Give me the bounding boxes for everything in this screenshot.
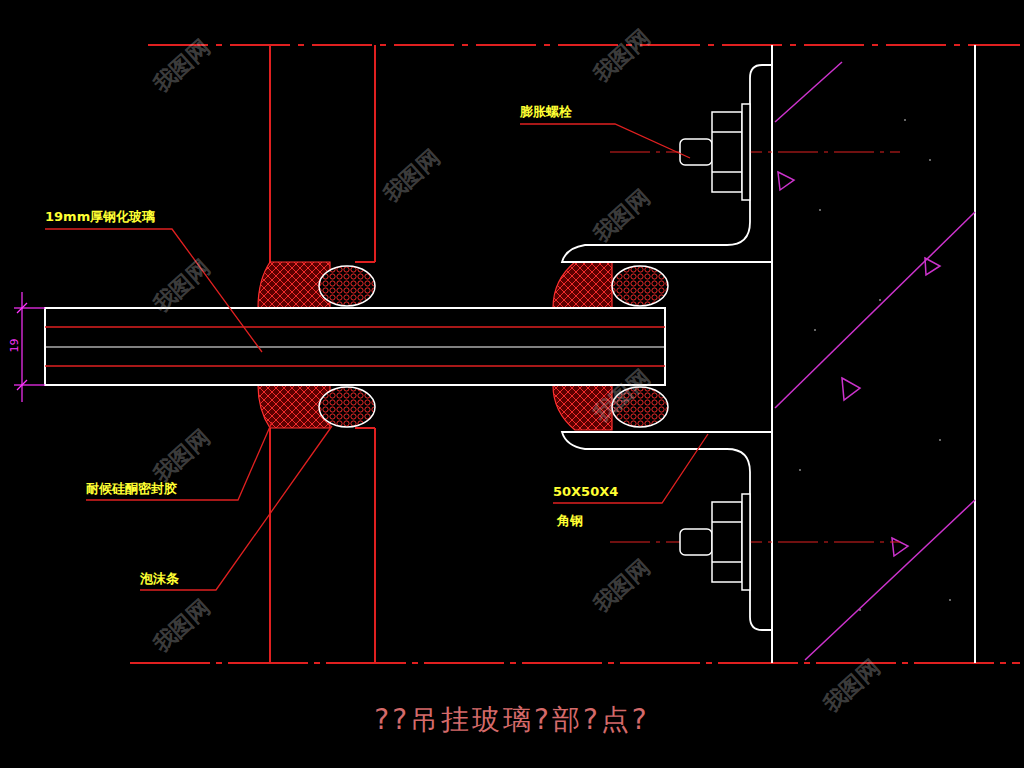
cad-line bbox=[805, 500, 975, 660]
cad-circle bbox=[929, 159, 931, 161]
cad-line bbox=[974, 45, 976, 663]
cad-path bbox=[562, 65, 772, 262]
cad-polyline bbox=[45, 229, 262, 352]
cad-line bbox=[610, 541, 900, 542]
cad-line bbox=[355, 261, 375, 263]
cad-circle bbox=[814, 329, 816, 331]
cad-line bbox=[355, 427, 375, 429]
part-label: 50X50X4 bbox=[553, 485, 618, 498]
cad-path bbox=[562, 432, 772, 630]
center-lines bbox=[610, 152, 900, 542]
cad-line bbox=[130, 662, 1020, 664]
cad-path bbox=[925, 258, 940, 275]
cad-line bbox=[712, 171, 742, 173]
cad-rect bbox=[712, 112, 742, 192]
wall-lines bbox=[772, 45, 975, 663]
watermark: 我图网 bbox=[590, 556, 654, 617]
cad-polyline bbox=[520, 124, 690, 158]
cad-rect bbox=[680, 529, 712, 555]
cad-polyline bbox=[86, 422, 272, 500]
cad-line bbox=[269, 426, 271, 663]
part-label: 泡沫条 bbox=[140, 572, 179, 585]
cad-circle bbox=[939, 439, 941, 441]
cad-rect bbox=[742, 494, 750, 590]
cad-ellipse bbox=[319, 266, 375, 306]
angle-steel bbox=[562, 65, 772, 630]
cad-rect bbox=[45, 308, 665, 385]
leader-lines bbox=[45, 124, 708, 590]
cad-polyline bbox=[140, 426, 332, 590]
cad-line bbox=[45, 326, 665, 328]
cad-line bbox=[17, 380, 27, 390]
dimension-text: 19 bbox=[8, 339, 19, 353]
cad-line bbox=[374, 428, 376, 663]
expansion-bolt bbox=[680, 104, 750, 590]
cad-line bbox=[17, 303, 27, 313]
cad-line bbox=[775, 62, 842, 122]
cad-line bbox=[712, 561, 742, 563]
cad-line bbox=[14, 384, 45, 385]
cad-line bbox=[45, 346, 665, 347]
cad-circle bbox=[799, 469, 801, 471]
cad-line bbox=[775, 212, 975, 408]
cad-circle bbox=[904, 119, 906, 121]
cad-line bbox=[148, 44, 1020, 46]
watermark: 我图网 bbox=[590, 186, 654, 247]
cad-path bbox=[842, 378, 860, 400]
cad-circle bbox=[949, 599, 951, 601]
watermark: 我图网 bbox=[150, 596, 214, 657]
cad-path bbox=[553, 262, 612, 308]
cad-path bbox=[892, 538, 908, 556]
cad-rect bbox=[742, 104, 750, 200]
part-label: 角钢 bbox=[557, 514, 583, 527]
cad-line bbox=[14, 307, 45, 308]
cad-ellipse bbox=[319, 387, 375, 427]
tempered-glass bbox=[45, 308, 665, 385]
cad-ellipse bbox=[612, 266, 668, 306]
watermark: 我图网 bbox=[380, 146, 444, 207]
cad-polyline bbox=[553, 434, 708, 503]
part-label: 19mm厚钢化玻璃 bbox=[45, 210, 155, 223]
cad-line bbox=[610, 151, 900, 152]
concrete-dots bbox=[799, 119, 951, 611]
cad-line bbox=[45, 365, 665, 367]
cad-circle bbox=[879, 299, 881, 301]
cad-line bbox=[269, 45, 271, 268]
watermark: 我图网 bbox=[150, 426, 214, 487]
cad-path bbox=[778, 172, 794, 190]
cad-circle bbox=[819, 209, 821, 211]
cad-line bbox=[712, 131, 742, 133]
cad-line bbox=[771, 45, 773, 663]
cad-line bbox=[374, 45, 376, 262]
drawing-title: ??吊挂玻璃?部?点? bbox=[0, 703, 1024, 737]
cad-rect bbox=[680, 139, 712, 165]
cad-rect bbox=[712, 502, 742, 582]
watermark: 我图网 bbox=[820, 656, 884, 717]
cad-line bbox=[712, 521, 742, 523]
part-label: 膨胀螺栓 bbox=[520, 105, 572, 118]
watermark: 我图网 bbox=[590, 26, 654, 87]
cad-circle bbox=[859, 609, 861, 611]
